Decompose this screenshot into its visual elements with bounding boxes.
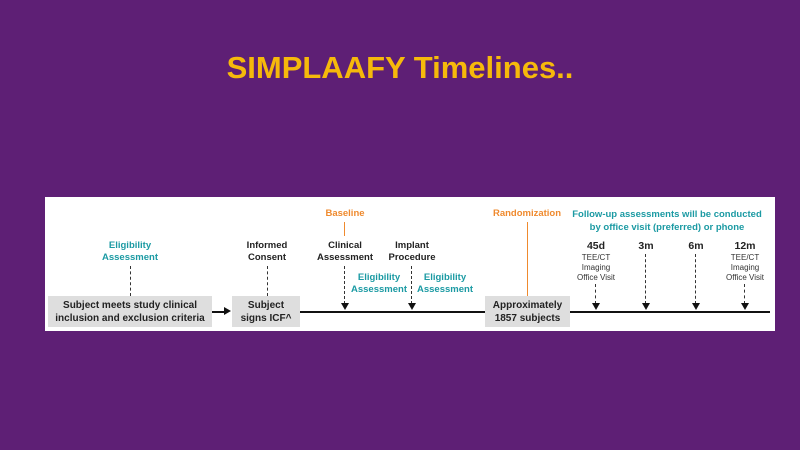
box-text: inclusion and exclusion criteria	[55, 312, 205, 324]
followup-6m: 6m	[688, 240, 704, 252]
connector	[744, 284, 745, 304]
slide-title: SIMPLAAFY Timelines..	[226, 50, 574, 85]
baseline-label: Baseline	[325, 208, 365, 219]
box-text: Subject	[247, 299, 285, 311]
connector	[411, 266, 412, 304]
box-text: signs ICF^	[240, 312, 292, 324]
connector	[595, 284, 596, 304]
randomization-label: Randomization	[492, 208, 562, 219]
arrow-down-icon	[642, 303, 650, 310]
box-text: Approximately	[492, 299, 563, 311]
arrow-down-icon	[408, 303, 416, 310]
arrow-line	[212, 311, 226, 313]
arrow-down-icon	[741, 303, 749, 310]
connector	[645, 254, 646, 304]
box-text: 1857 subjects	[494, 312, 561, 324]
box-text: Subject meets study clinical	[63, 299, 197, 311]
connector	[267, 266, 268, 296]
arrow-down-icon	[341, 303, 349, 310]
arrow-right-icon	[224, 307, 231, 315]
baseline-line	[344, 222, 345, 236]
arrow-down-icon	[592, 303, 600, 310]
connector	[344, 266, 345, 304]
connector	[130, 266, 131, 296]
followup-3m: 3m	[638, 240, 654, 252]
arrow-down-icon	[692, 303, 700, 310]
randomization-line	[527, 222, 528, 296]
connector	[695, 254, 696, 304]
